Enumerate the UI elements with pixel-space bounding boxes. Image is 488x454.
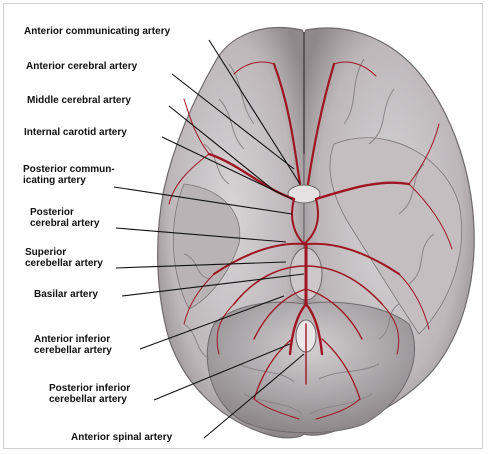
label-anterior-inferior-cerebellar-artery: Anterior inferior cerebellar artery: [34, 334, 112, 356]
label-superior-cerebellar-artery: Superior cerebellar artery: [25, 247, 103, 269]
figure-frame: Anterior communicating artery Anterior c…: [3, 3, 483, 449]
label-posterior-cerebral-artery: Posterior cerebral artery: [30, 207, 100, 229]
label-anterior-spinal-artery: Anterior spinal artery: [71, 432, 172, 443]
label-posterior-communicating-artery: Posterior commun- icating artery: [23, 164, 115, 186]
label-anterior-communicating-artery: Anterior communicating artery: [24, 26, 170, 37]
brain-outline: [158, 28, 475, 438]
label-internal-carotid-artery: Internal carotid artery: [24, 127, 127, 138]
label-posterior-inferior-cerebellar-artery: Posterior inferior cerebellar artery: [49, 383, 130, 405]
label-basilar-artery: Basilar artery: [34, 289, 98, 300]
label-middle-cerebral-artery: Middle cerebral artery: [27, 95, 131, 106]
label-anterior-cerebral-artery: Anterior cerebral artery: [26, 61, 137, 72]
